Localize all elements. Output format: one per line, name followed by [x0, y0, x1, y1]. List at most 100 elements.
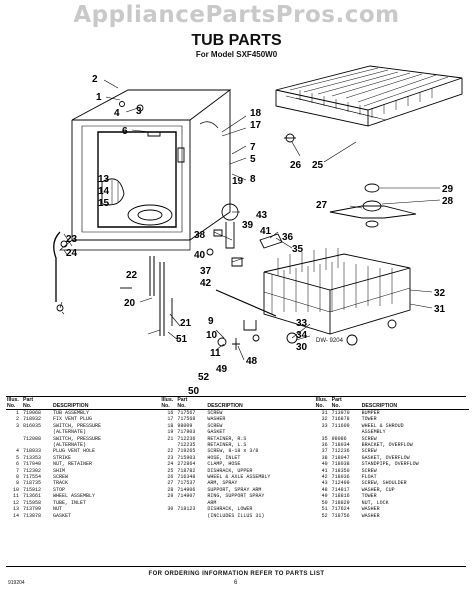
part-number-cell: 718034 — [331, 442, 350, 449]
part-number-cell: 272864 — [177, 461, 196, 468]
description-cell: NUT, LOCK — [361, 499, 389, 506]
callout-38: 38 — [194, 230, 206, 241]
callout-27: 27 — [316, 200, 328, 211]
description-cell: SCREW — [361, 435, 377, 442]
model-subtitle: For Model SXF450W0 — [195, 50, 278, 59]
description-cell: NUT — [53, 506, 63, 513]
description-cell: STOP — [53, 486, 66, 493]
part-number-cell: 712236 — [331, 448, 350, 455]
illus-number-cell: 21 — [167, 435, 174, 442]
footer-code: 919204 — [8, 580, 25, 586]
hose-and-tracks-drawing — [53, 231, 173, 336]
illus-number-cell: 52 — [321, 512, 328, 519]
illus-number-cell: 30 — [167, 506, 174, 513]
part-number-cell: 716348 — [177, 474, 196, 481]
part-number-cell: 717568 — [177, 416, 196, 423]
callout-36: 36 — [282, 232, 294, 243]
part-number-cell: 713661 — [23, 493, 42, 500]
callout-4: 4 — [114, 108, 120, 119]
callout-7: 7 — [250, 142, 256, 153]
illus-number-cell: 16 — [167, 410, 174, 416]
callout-9: 9 — [208, 316, 214, 327]
part-number-cell: 718350 — [331, 467, 350, 474]
description-cell: WASHER — [361, 512, 380, 519]
illus-number-cell: 33 — [321, 422, 328, 429]
description-cell: NUT, RETAINER — [53, 461, 93, 468]
illus-number-cell: 24 — [167, 461, 174, 468]
part-number-cell: 712235 — [177, 442, 196, 449]
illus-number-cell: 51 — [321, 506, 328, 513]
description-cell: SUPPORT, SPRAY ARM — [207, 486, 262, 493]
illus-number-cell: 48 — [321, 486, 328, 493]
part-number-cell: 718782 — [177, 467, 196, 474]
part-number-cell: 713970 — [331, 410, 350, 416]
illus-number-cell: 26 — [167, 474, 174, 481]
callout-14: 14 — [98, 186, 110, 197]
description-cell: TUB ASSEMBLY — [53, 410, 90, 416]
header-illus-no: Illus.No. — [160, 397, 177, 410]
callout-18: 18 — [250, 108, 262, 119]
illus-number-cell: 4 — [15, 448, 19, 455]
part-number-cell: 718036 — [331, 474, 350, 481]
callout-28: 28 — [442, 196, 454, 207]
callout-50: 50 — [188, 386, 200, 396]
description-cell: STRIKE — [53, 454, 72, 461]
table-row: (INCLUDES ILLUS 31) — [160, 513, 314, 519]
callout-3: 3 — [136, 106, 142, 117]
table-row: (ALTERNATE) — [6, 442, 160, 448]
part-number-cell: 718756 — [331, 512, 350, 519]
description-cell: (ALTERNATE) — [53, 442, 87, 449]
part-number-cell: 717567 — [177, 410, 196, 416]
description-cell: STANDPIPE, OVERFLOW — [361, 461, 419, 468]
watermark: AppliancePartsPros.com — [73, 2, 400, 28]
table-row: (ALTERNATE) — [6, 429, 160, 435]
illus-number-cell: 17 — [167, 416, 174, 423]
illus-number-cell: 31 — [321, 410, 328, 416]
table-row: ARM — [160, 500, 314, 506]
part-number-cell: 713799 — [23, 506, 42, 513]
callout-11: 11 — [210, 348, 221, 359]
spray-arm-drawing — [329, 183, 417, 228]
part-number-cell: 715912 — [23, 486, 42, 493]
illus-number-cell: 40 — [321, 461, 328, 468]
header-description: DESCRIPTION — [52, 397, 161, 410]
description-cell: SCREW — [207, 410, 223, 416]
callout-24: 24 — [66, 248, 78, 259]
callout-34: 34 — [296, 330, 308, 341]
part-number-cell: 715903 — [177, 454, 196, 461]
part-number-cell: 715958 — [23, 499, 42, 506]
upper-dishrack-drawing — [275, 65, 463, 143]
description-cell: DISHRACK, UPPER — [207, 467, 253, 474]
callout-5: 5 — [250, 154, 256, 165]
callout-2: 2 — [92, 74, 98, 85]
callout-42: 42 — [200, 278, 212, 289]
lower-dishrack-drawing — [263, 248, 411, 346]
callout-25: 25 — [312, 160, 324, 171]
part-number-cell: 717040 — [23, 461, 42, 468]
description-cell: DISHRACK, LOWER — [207, 506, 253, 513]
illus-number-cell: 37 — [321, 448, 328, 455]
description-cell: WHEEL & AXLE ASSEMBLY — [207, 474, 271, 481]
description-cell: GASKET — [53, 512, 72, 519]
description-cell: FIX VENT PLUG — [53, 416, 93, 423]
description-cell: (ALTERNATE) — [53, 429, 87, 436]
